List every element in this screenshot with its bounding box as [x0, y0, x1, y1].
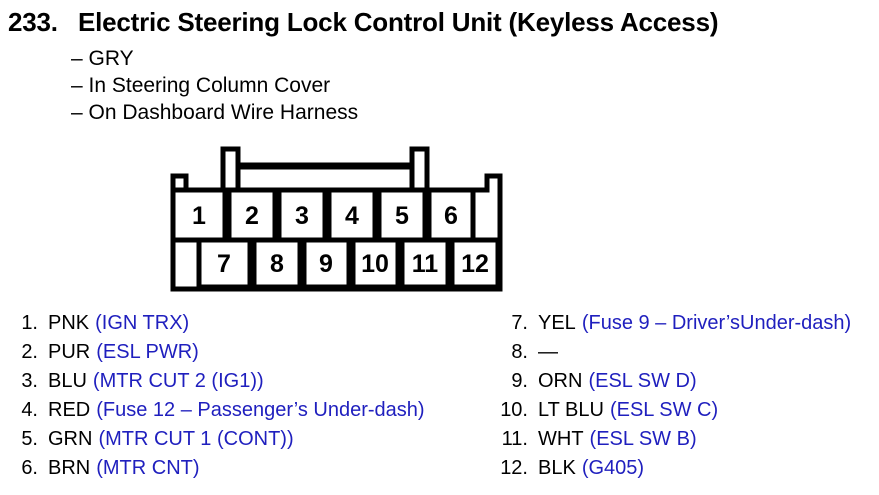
pin-list-left-column: 1. PNK (IGN TRX) 2. PUR (ESL PWR) 3. BLU…: [12, 312, 425, 486]
pin-cell-label: 6: [444, 202, 458, 230]
page-title: 233. Electric Steering Lock Control Unit…: [8, 7, 718, 38]
pin-row: 6. BRN (MTR CNT): [12, 457, 425, 486]
pin-cell-10: [350, 237, 401, 290]
pin-wire-color: BLU: [48, 370, 87, 392]
pin-cell-2: [226, 187, 278, 243]
pin-number: 9.: [511, 370, 528, 392]
pin-signal-name: (MTR CUT 1 (CONT)): [98, 428, 294, 450]
pin-cell-label: 1: [192, 202, 206, 230]
pin-cell-4: [326, 187, 378, 243]
pin-signal-name: (ESL PWR): [96, 341, 199, 363]
pin-cell-label: 8: [270, 250, 284, 278]
pin-cell-label: 5: [395, 202, 409, 230]
pin-cell-label: 9: [319, 250, 333, 278]
attribute-line: – GRY: [71, 47, 134, 70]
pin-row: 8. —: [486, 341, 851, 370]
pin-cell-label: 4: [345, 202, 359, 230]
pin-cell-label: 2: [245, 202, 259, 230]
connector-diagram: 1 2 3 4 5 6 7 8 9 10 11 12: [170, 146, 503, 292]
connector-attributes: – GRY – In Steering Column Cover – On Da…: [71, 45, 358, 126]
pin-wire-color: YEL: [538, 312, 576, 334]
pin-number: 2.: [21, 341, 38, 363]
pin-wire-color: —: [538, 341, 558, 363]
pin-number: 10.: [500, 399, 528, 421]
pin-wire-color: PUR: [48, 341, 91, 363]
pin-number: 6.: [21, 457, 38, 479]
pin-signal-name: (IGN TRX): [95, 312, 190, 334]
pin-row: 9. ORN (ESL SW D): [486, 370, 851, 399]
pin-number: 1.: [21, 312, 38, 334]
pin-cell-label: 3: [295, 202, 309, 230]
pin-signal-name: (Fuse 9 – Driver’sUnder-dash): [581, 312, 852, 334]
pin-signal-name: (Fuse 12 – Passenger’s Under-dash): [96, 399, 425, 421]
pin-cell-5: [376, 187, 428, 243]
pin-list-right-column: 7. YEL (Fuse 9 – Driver’sUnder-dash) 8. …: [486, 312, 851, 486]
pin-row: 12. BLK (G405): [486, 457, 851, 486]
pin-signal-name: (ESL SW D): [588, 370, 697, 392]
pin-wire-color: ORN: [538, 370, 583, 392]
pin-signal-name: (ESL SW B): [589, 428, 697, 450]
pin-number: 12.: [500, 457, 528, 479]
pin-number: 5.: [21, 428, 38, 450]
connector-clip-post-right: [409, 146, 430, 196]
pin-cell-11: [399, 237, 451, 290]
pin-cell-label: 11: [412, 250, 439, 278]
pin-row: 7. YEL (Fuse 9 – Driver’sUnder-dash): [486, 312, 851, 341]
pin-row: 5. GRN (MTR CUT 1 (CONT)): [12, 428, 425, 457]
pin-cell-12: [449, 237, 501, 290]
pin-row: 11. WHT (ESL SW B): [486, 428, 851, 457]
pin-cell-label: 10: [361, 250, 389, 278]
pin-row: 3. BLU (MTR CUT 2 (IG1)): [12, 370, 425, 399]
attribute-line: – In Steering Column Cover: [71, 74, 331, 97]
pin-number: 11.: [501, 428, 528, 450]
connector-clip-post-left: [220, 146, 241, 196]
pin-wire-color: PNK: [48, 312, 90, 334]
pin-cell-1: [170, 187, 228, 243]
item-title: Electric Steering Lock Control Unit (Key…: [78, 7, 719, 37]
pin-row: 1. PNK (IGN TRX): [12, 312, 425, 341]
pin-cell-9: [301, 237, 352, 290]
pin-number: 8.: [511, 341, 528, 363]
pin-signal-name: (G405): [581, 457, 645, 479]
pin-signal-name: (MTR CNT): [96, 457, 200, 479]
pin-cell-8: [251, 237, 303, 290]
pin-row: 10. LT BLU (ESL SW C): [486, 399, 851, 428]
pin-wire-color: RED: [48, 399, 91, 421]
pin-cell-label: 12: [461, 250, 489, 278]
pin-wire-color: BLK: [538, 457, 576, 479]
pin-row: 2. PUR (ESL PWR): [12, 341, 425, 370]
pin-signal-name: (ESL SW C): [609, 399, 719, 421]
item-number: 233.: [8, 7, 58, 37]
pin-number: 7.: [511, 312, 528, 334]
pin-wire-color: BRN: [48, 457, 91, 479]
pin-number: 4.: [21, 399, 38, 421]
pin-number: 3.: [21, 370, 38, 392]
pin-wire-color: LT BLU: [538, 399, 604, 421]
pin-wire-color: GRN: [48, 428, 93, 450]
pin-cell-label: 7: [217, 250, 231, 278]
pin-wire-color: WHT: [538, 428, 584, 450]
pin-row: 4. RED (Fuse 12 – Passenger’s Under-dash…: [12, 399, 425, 428]
attribute-line: – On Dashboard Wire Harness: [71, 101, 359, 124]
pin-cell-7: [196, 237, 253, 290]
pin-signal-name: (MTR CUT 2 (IG1)): [92, 370, 264, 392]
